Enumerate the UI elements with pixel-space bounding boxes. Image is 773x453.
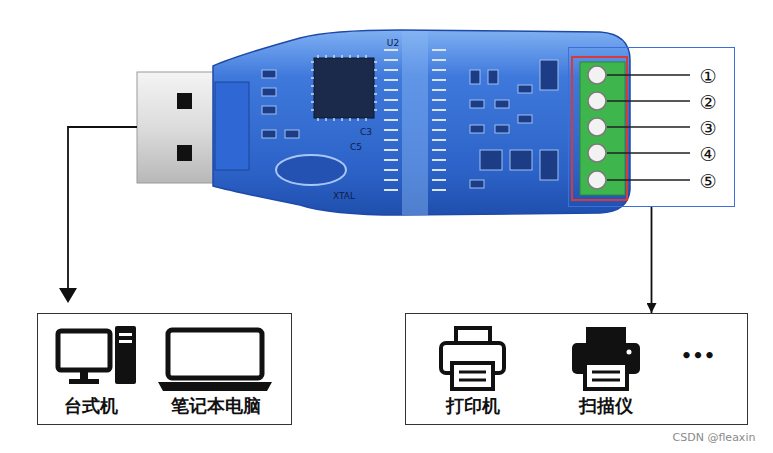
arrowhead [59,288,77,303]
plug-hole [177,93,192,109]
laptop-icon [158,330,272,391]
callout-number: ⑤ [699,170,716,193]
chip [314,58,374,118]
terminal-callout-box: ① ② ③ ④ ⑤ [568,47,735,207]
smd-parts [262,60,558,188]
scanner-icon [572,327,640,389]
plug-hole [177,145,192,161]
part-label: C3 [360,128,372,138]
part-label: XTAL [333,192,355,202]
coupler-pins [384,50,446,190]
terminal-frame [572,57,627,200]
device-box: 打印机 扫描仪 ••• [405,313,748,425]
printer-icon [441,328,504,389]
device-label: 台式机 [64,395,118,417]
part-label: U2 [387,39,399,49]
chip-pins [311,55,377,121]
terminal-block [580,62,625,195]
usb-plug [137,72,219,183]
device-label: 笔记本电脑 [171,395,261,417]
leader-arrow [68,127,137,290]
crystal [276,155,346,185]
device-label: ••• [681,345,716,367]
part-label: C5 [350,143,362,153]
terminal-screws [588,66,606,189]
callout-number: ② [699,91,716,114]
callout-number: ① [699,65,716,88]
housing-seam [402,31,428,215]
connector-arrow [651,207,653,313]
callout-number: ④ [699,143,716,166]
desktop-icon [58,326,136,384]
host-box: 台式机 笔记本电脑 [37,313,292,425]
device-label: 打印机 [446,395,500,417]
watermark: CSDN @fleaxin [673,432,756,444]
plug-insert [215,82,249,170]
device-label: 扫描仪 [579,395,633,417]
callout-number: ③ [699,117,716,140]
leader-lines [607,75,690,180]
